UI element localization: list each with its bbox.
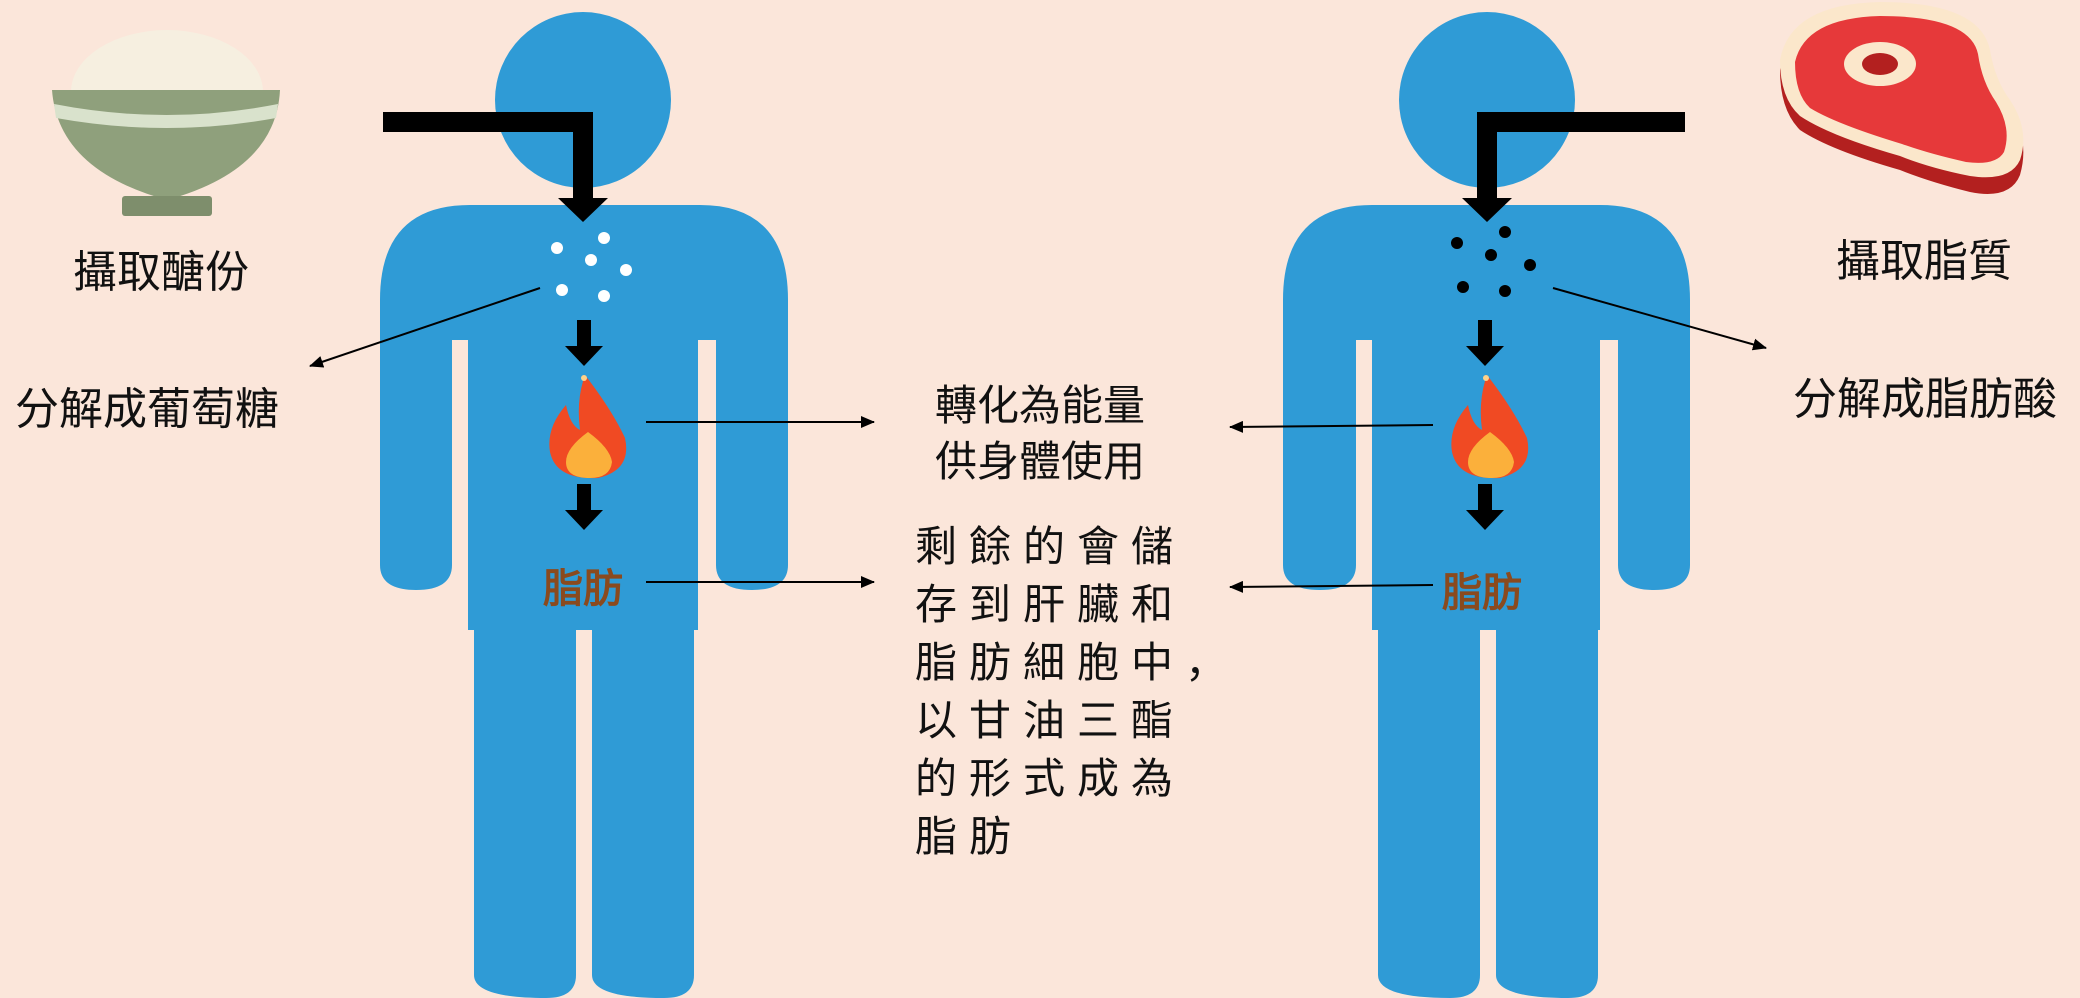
- left-flame-icon: [549, 375, 627, 479]
- left-intake-label: 攝取醣份: [73, 247, 249, 298]
- right-intake-label: 攝取脂質: [1836, 236, 2012, 287]
- glucose-breakdown-arrow: [309, 287, 541, 368]
- right-down-arrow-2: [1466, 484, 1504, 530]
- steak-icon: [1780, 2, 2024, 194]
- left-down-arrow-2: [565, 484, 603, 530]
- right-fat-label: 脂肪: [1442, 570, 1522, 616]
- glucose-particles: [551, 232, 632, 302]
- right-down-arrow-1: [1466, 320, 1504, 366]
- left-breakdown-label: 分解成葡萄糖: [15, 384, 279, 435]
- right-flame-icon: [1451, 375, 1529, 479]
- left-fat-label: 脂肪: [543, 566, 623, 612]
- fatty-acid-breakdown-arrow: [1552, 287, 1767, 351]
- right-energy-arrow: [1229, 420, 1434, 433]
- energy-line-1: 轉化為能量: [935, 381, 1146, 430]
- storage-line-1: 剩餘的會儲: [915, 522, 1186, 571]
- storage-line-2: 存到肝臟和: [915, 580, 1186, 629]
- right-storage-arrow: [1229, 580, 1434, 593]
- energy-description: 轉化為能量 供身體使用: [935, 378, 1145, 490]
- right-breakdown-label: 分解成脂肪酸: [1793, 374, 2057, 425]
- storage-line-5: 的形式成為: [915, 754, 1186, 803]
- storage-line-4: 以甘油三酯: [915, 696, 1186, 745]
- left-intake-arrow: [383, 112, 608, 222]
- energy-line-2: 供身體使用: [935, 437, 1146, 486]
- fatty-acid-particles: [1451, 226, 1536, 297]
- storage-line-3: 脂肪細胞中，: [915, 638, 1240, 687]
- right-intake-arrow: [1462, 112, 1685, 222]
- storage-description: 剩餘的會儲 存到肝臟和 脂肪細胞中， 以甘油三酯 的形式成為 脂肪: [915, 518, 1255, 866]
- storage-line-6: 脂肪: [915, 812, 1024, 861]
- left-down-arrow-1: [565, 320, 603, 366]
- rice-bowl-icon: [52, 30, 280, 216]
